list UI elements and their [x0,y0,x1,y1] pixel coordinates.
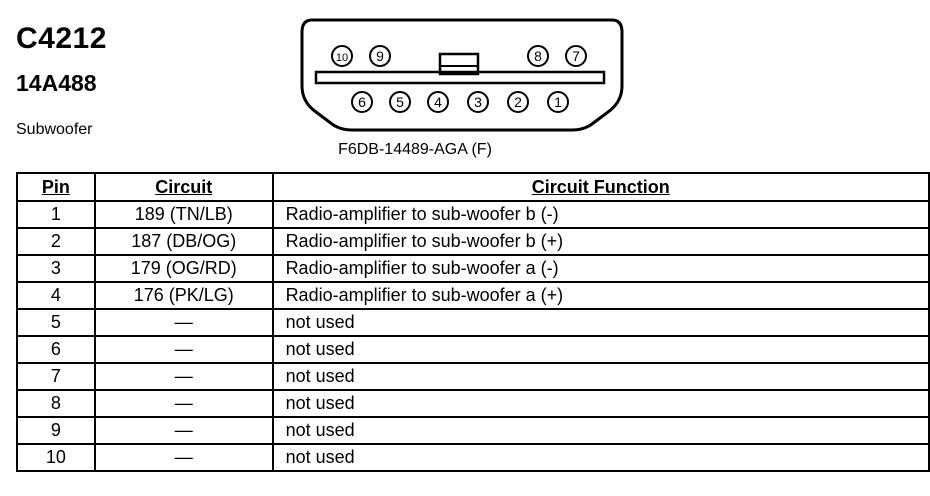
function-cell: Radio-amplifier to sub-woofer b (-) [271,200,930,229]
pin-7: 7 [565,45,587,67]
connector-id: C4212 [16,22,107,55]
connector-face-diagram: 10 9 8 7 6 5 4 3 2 1 [294,16,630,134]
pin-9: 9 [369,45,391,67]
pin-circle [467,91,489,113]
pin-label: 7 [572,48,580,64]
table-row: 8—not used [16,389,930,418]
pin-label: 1 [554,94,562,110]
function-cell: Radio-amplifier to sub-woofer b (+) [271,227,930,256]
pin-10: 10 [331,45,353,67]
part-number: 14A488 [16,70,97,96]
pin-label: 10 [336,52,348,64]
circuit-cell: — [93,362,274,391]
pin-5: 5 [389,91,411,113]
table-row: 6—not used [16,335,930,364]
circuit-cell: — [93,389,274,418]
pin-cell: 5 [16,308,96,337]
pin-circle [331,45,353,67]
function-cell: not used [271,416,930,445]
pin-label: 5 [396,94,404,110]
pin-label: 2 [514,94,522,110]
function-cell: Radio-amplifier to sub-woofer a (-) [271,254,930,283]
circuit-cell: — [93,308,274,337]
pin-label: 6 [358,94,366,110]
pin-8: 8 [527,45,549,67]
header-circuit-function: Circuit Function [271,172,930,202]
connector-description: Subwoofer [16,121,93,138]
pin-4: 4 [427,91,449,113]
function-cell: not used [271,389,930,418]
pin-circle [369,45,391,67]
function-cell: not used [271,443,930,472]
table-header-row: Pin Circuit Circuit Function [16,172,930,202]
connector-keyway [314,70,606,85]
circuit-cell: 179 (OG/RD) [93,254,274,283]
table-row: 5—not used [16,308,930,337]
connector-code: F6DB-14489-AGA (F) [338,141,492,158]
top-row-pins: 10 9 8 7 [331,45,587,67]
function-cell: not used [271,362,930,391]
connector-housing [300,18,624,132]
pin-2: 2 [507,91,529,113]
pin-circle [547,91,569,113]
pin-cell: 1 [16,200,96,229]
pin-label: 9 [376,48,384,64]
circuit-cell: — [93,416,274,445]
pin-circle [527,45,549,67]
pin-circle [351,91,373,113]
pin-circle [427,91,449,113]
pin-circle [565,45,587,67]
pin-circle [507,91,529,113]
bottom-row-pins: 6 5 4 3 2 1 [351,91,569,113]
pin-cell: 9 [16,416,96,445]
pin-label: 8 [534,48,542,64]
pin-label: 3 [474,94,482,110]
pin-cell: 10 [16,443,96,472]
circuit-cell: — [93,443,274,472]
pin-6: 6 [351,91,373,113]
function-cell: not used [271,335,930,364]
circuit-cell: 176 (PK/LG) [93,281,274,310]
pin-label: 4 [434,94,442,110]
circuit-cell: 187 (DB/OG) [93,227,274,256]
pin-cell: 8 [16,389,96,418]
pin-3: 3 [467,91,489,113]
pin-cell: 3 [16,254,96,283]
pin-1: 1 [547,91,569,113]
table-row: 9—not used [16,416,930,445]
connector-latch [438,52,480,76]
connector-code-wrap: F6DB-14489-AGA (F) [0,141,930,159]
pin-circle [389,91,411,113]
circuit-cell: 189 (TN/LB) [93,200,274,229]
connector-outline-svg: 10 9 8 7 6 5 4 3 2 1 [300,18,624,132]
circuit-cell: — [93,335,274,364]
header-pin: Pin [16,172,96,202]
pin-cell: 2 [16,227,96,256]
pin-cell: 6 [16,335,96,364]
header-circuit: Circuit [93,172,274,202]
pin-cell: 7 [16,362,96,391]
pin-cell: 4 [16,281,96,310]
table-row: 10—not used [16,443,930,472]
function-cell: Radio-amplifier to sub-woofer a (+) [271,281,930,310]
function-cell: not used [271,308,930,337]
table-row: 7—not used [16,362,930,391]
